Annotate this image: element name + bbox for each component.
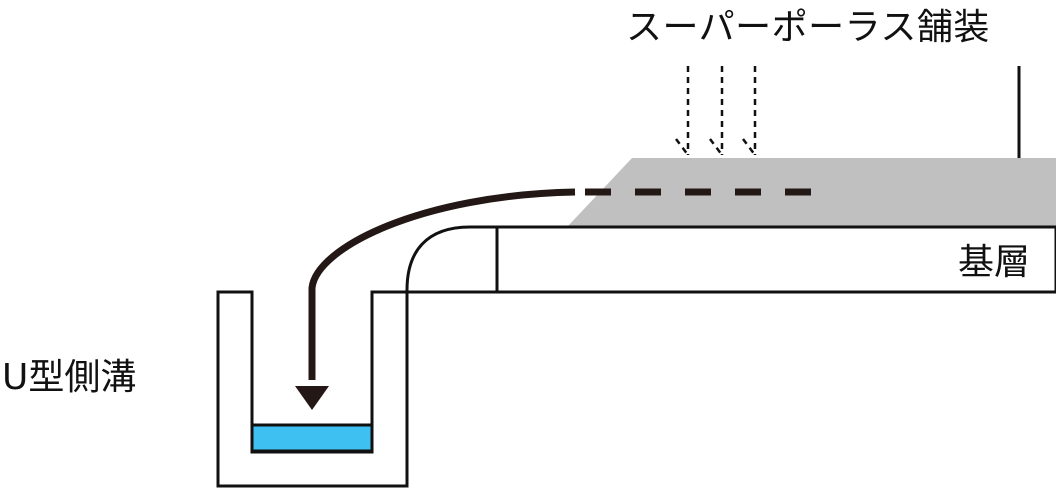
infiltration-arrow-3	[742, 66, 757, 156]
gutter-water	[250, 423, 374, 453]
porous-pavement-label: スーパーポーラス舗装	[626, 7, 990, 48]
ground-edge	[405, 225, 497, 294]
u-gutter	[216, 290, 409, 488]
flow-path-curve	[308, 188, 576, 380]
infiltration-arrow-2	[709, 66, 724, 156]
porous-pavement-layer	[568, 158, 1056, 226]
flow-arrow-head-icon	[295, 386, 329, 410]
infiltration-arrow-1	[675, 66, 690, 156]
u-gutter-label: U型側溝	[2, 357, 137, 398]
base-layer	[495, 225, 1056, 294]
base-layer-label: 基層	[958, 242, 1031, 283]
infiltration-arrows	[675, 66, 757, 156]
